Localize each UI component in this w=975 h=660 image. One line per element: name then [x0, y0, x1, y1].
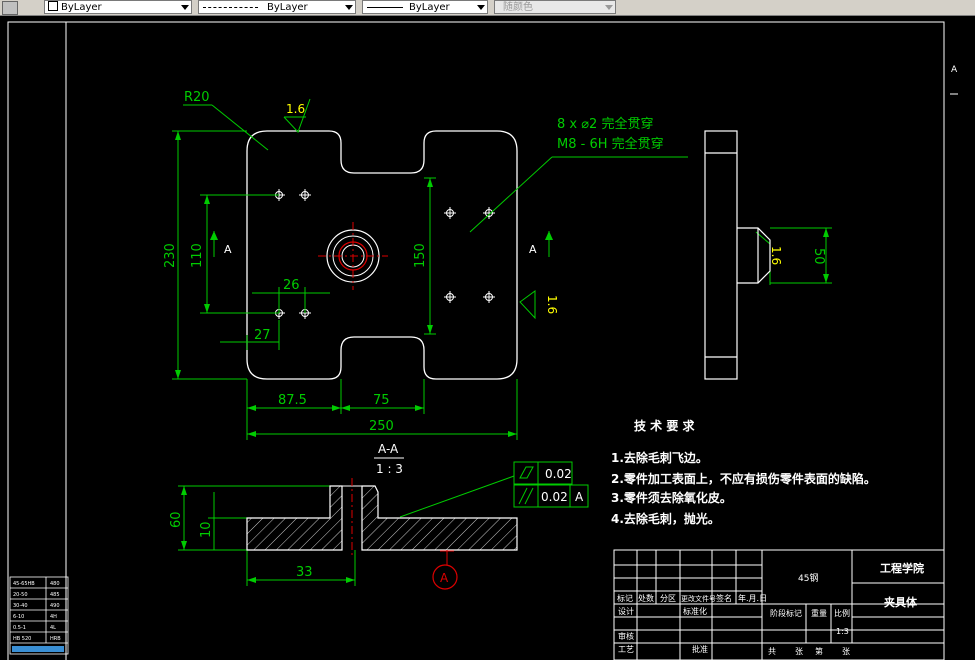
tb-approve: 批准 — [692, 644, 708, 654]
legend-row-4: 6-10 — [13, 614, 24, 620]
center-bore — [318, 222, 388, 290]
dim-10: 10 — [199, 521, 214, 538]
title-block — [613, 549, 945, 660]
dim-roughness-side: 1.6 — [769, 246, 783, 265]
dim-87-5: 87.5 — [278, 393, 307, 408]
section-mark-left: A — [224, 243, 232, 256]
legend-val-4: 4H — [50, 614, 57, 620]
chevron-down-icon — [477, 5, 485, 10]
tb-stage: 阶段标记 — [770, 608, 802, 618]
tech-item-1: 1.去除毛刺飞边。 — [611, 450, 708, 465]
dim-26: 26 — [283, 278, 300, 293]
section-mark-right: A — [529, 243, 537, 256]
tb-row-3: 分区 — [660, 594, 676, 603]
tb-std: 标准化 — [683, 606, 707, 616]
linetype-value: ByLayer — [267, 2, 308, 13]
dim-50: 50 — [811, 248, 826, 265]
layer-color-value: ByLayer — [61, 2, 102, 13]
properties-toolbar: ByLayer ByLayer ByLayer 随颜色 — [0, 0, 975, 16]
tb-sheet-2: 张 — [795, 647, 803, 656]
gdt-flatness-value: 0.02 — [545, 467, 572, 481]
dimension-lines — [172, 98, 832, 586]
gdt-datum: A — [575, 490, 584, 504]
dim-33: 33 — [296, 565, 313, 580]
section-view — [246, 478, 518, 590]
hole-note-1: 8 x ⌀2 完全贯穿 — [557, 116, 653, 132]
dim-27: 27 — [254, 328, 271, 343]
section-scale: 1 : 3 — [376, 462, 403, 476]
dim-60: 60 — [169, 511, 184, 528]
dim-75: 75 — [373, 393, 390, 408]
plotstyle-value: 随颜色 — [503, 2, 533, 13]
linetype-dropdown[interactable]: ByLayer — [198, 0, 356, 14]
tb-scale-label: 比例 — [834, 608, 850, 618]
legend-val-2: 485 — [50, 592, 60, 598]
legend-footer — [12, 646, 64, 652]
tb-row-5: 签名 — [716, 593, 732, 603]
small-holes — [273, 189, 495, 319]
drawing-border — [7, 21, 945, 660]
dim-150: 150 — [413, 243, 428, 268]
tech-title: 技 术 要 求 — [634, 418, 696, 433]
chevron-down-icon — [605, 5, 613, 10]
legend-row-5: 0.5-1 — [13, 625, 26, 631]
tb-weight: 重量 — [811, 608, 827, 618]
linetype-preview — [203, 7, 258, 8]
tb-sheet-3: 第 — [815, 646, 823, 656]
lineweight-preview — [367, 7, 403, 8]
legend-val-6: HRB — [50, 636, 61, 642]
tb-school: 工程学院 — [880, 561, 924, 575]
dim-110: 110 — [190, 243, 205, 268]
dim-r20: R20 — [184, 90, 210, 105]
tb-review: 审核 — [618, 631, 634, 641]
gdt-frames — [513, 461, 589, 508]
hole-note-2: M8 - 6H 完全贯穿 — [557, 136, 664, 152]
tb-process: 工艺 — [618, 645, 634, 654]
color-swatch-icon — [48, 1, 58, 11]
legend-val-1: 480 — [50, 581, 60, 587]
legend-row-6: HB 520 — [13, 636, 31, 642]
tb-row-2: 处数 — [638, 593, 654, 603]
dimension-arrows — [175, 131, 829, 583]
lineweight-value: ByLayer — [409, 2, 450, 13]
lineweight-dropdown[interactable]: ByLayer — [362, 0, 488, 14]
legend-val-3: 490 — [50, 603, 60, 609]
gdt-parallelism-value: 0.02 — [541, 490, 568, 504]
tb-row-6: 年.月.日 — [738, 593, 767, 603]
legend-table — [9, 576, 69, 655]
dim-250: 250 — [369, 419, 394, 434]
tb-sheet-1: 共 — [768, 647, 776, 656]
chevron-down-icon — [345, 5, 353, 10]
side-view — [704, 130, 771, 380]
plotstyle-dropdown[interactable]: 随颜色 — [494, 0, 616, 14]
datum-circle-label: A — [440, 571, 449, 585]
tb-part-name: 夹具体 — [884, 595, 918, 609]
section-title: A-A — [378, 442, 399, 456]
layer-color-dropdown[interactable]: ByLayer — [44, 0, 192, 14]
layer-tool-icon[interactable] — [2, 1, 18, 15]
tech-item-3: 3.零件须去除氧化皮。 — [611, 490, 732, 505]
dim-230: 230 — [163, 243, 178, 268]
plate-outline — [246, 130, 518, 380]
chevron-down-icon — [181, 5, 189, 10]
legend-row-2: 20-50 — [13, 592, 28, 598]
tb-material: 45钢 — [798, 572, 818, 584]
right-ruler-label: A — [951, 65, 958, 75]
legend-row-3: 30-40 — [13, 603, 28, 609]
tb-row-4: 更改文件号 — [681, 594, 716, 603]
legend-row-1: 45-65HB — [13, 581, 35, 587]
tb-scale: 1:3 — [836, 627, 849, 636]
tech-item-2: 2.零件加工表面上，不应有损伤零件表面的缺陷。 — [611, 471, 876, 486]
tb-sheet-4: 张 — [842, 647, 850, 656]
legend-val-5: 4L — [50, 625, 56, 631]
tb-design: 设计 — [618, 606, 634, 616]
tech-item-4: 4.去除毛刺，抛光。 — [611, 511, 720, 526]
drawing-canvas[interactable]: R20 1.6 230 110 150 26 27 87.5 75 250 8 … — [0, 16, 975, 660]
dim-roughness-top: 1.6 — [286, 102, 305, 116]
tb-row-1: 标记 — [617, 593, 633, 603]
dim-roughness-right: 1.6 — [545, 295, 559, 314]
